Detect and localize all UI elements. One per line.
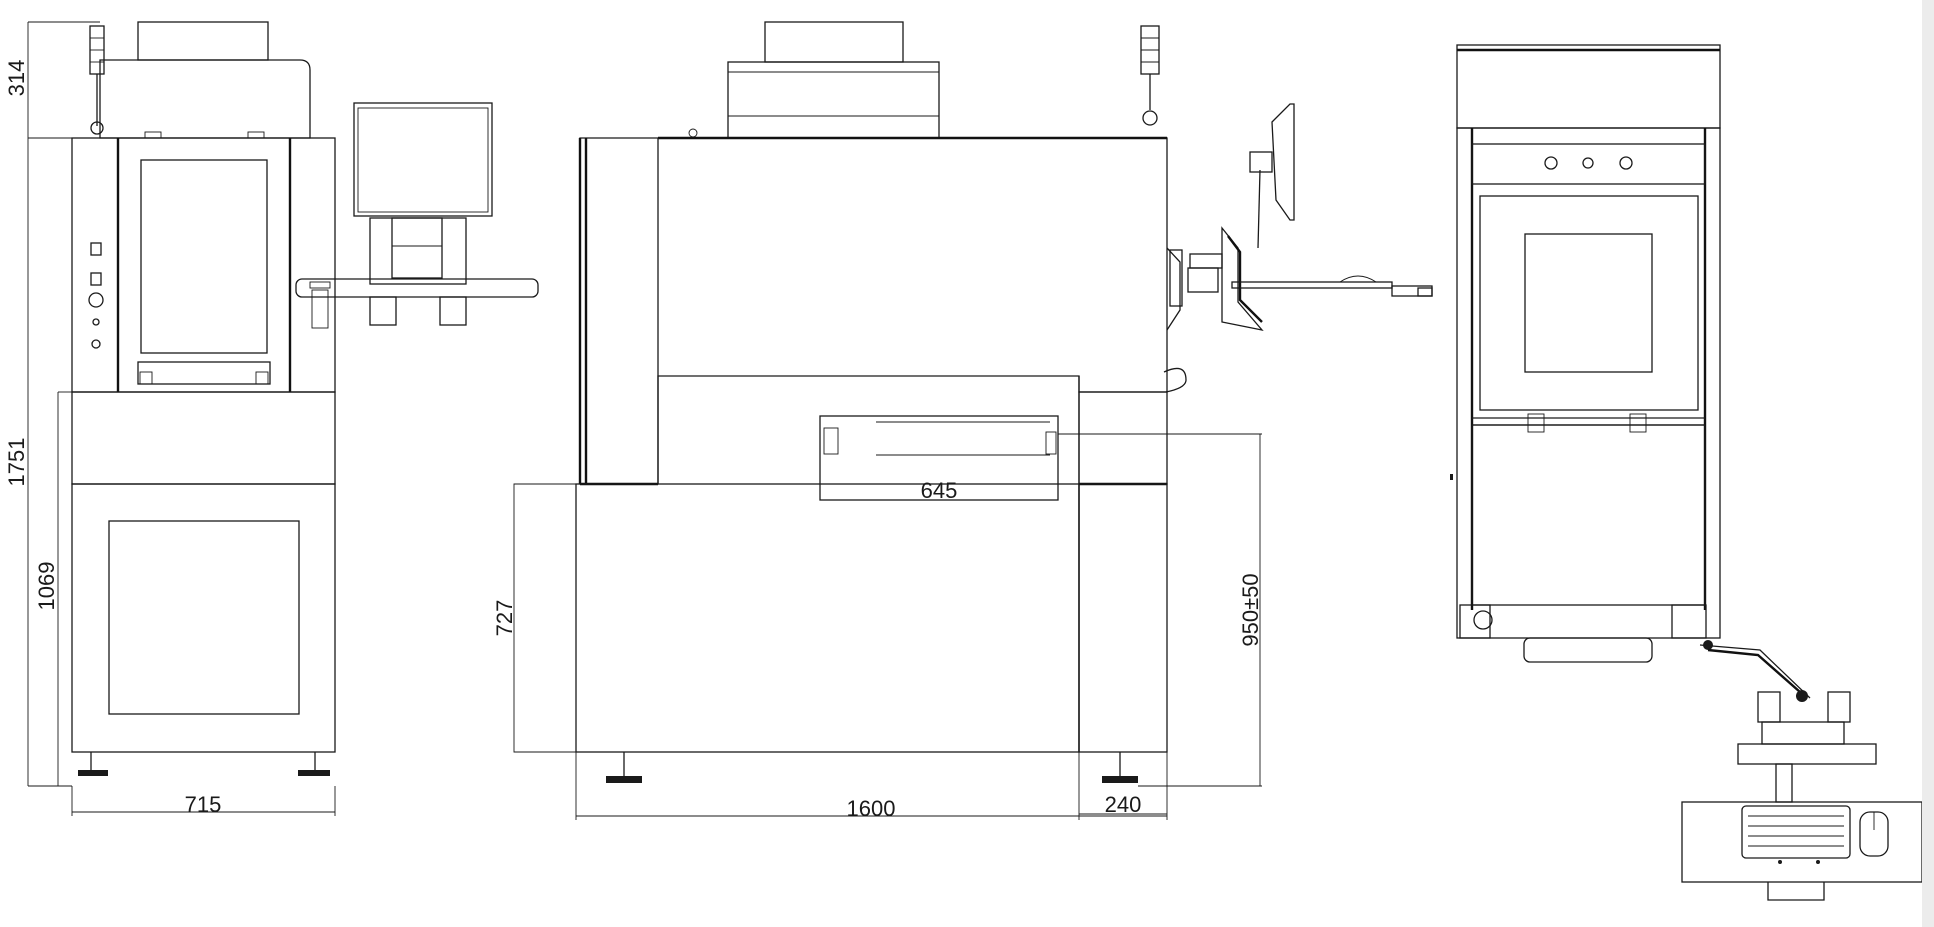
- keyboard-icon: [1741, 805, 1851, 859]
- side-operator-station: [295, 102, 539, 329]
- dim-work-height: 950±50: [1238, 573, 1263, 646]
- front-lower-body: [575, 483, 1080, 753]
- side-lower-cabinet: [71, 483, 336, 753]
- front-feet: [606, 752, 1138, 783]
- side-lower-panel: [108, 520, 300, 715]
- rear-hood: [1456, 44, 1721, 129]
- front-view: 645 727 1600 240 950±50: [492, 21, 1433, 821]
- front-hood: [727, 61, 940, 139]
- dim-side-lower-height: 1069: [34, 562, 59, 611]
- front-operator-arm: [1163, 103, 1433, 393]
- side-hood: [99, 59, 311, 139]
- rear-window: [1524, 233, 1653, 373]
- monitor-icon: [353, 102, 493, 217]
- signal-tower-icon: [1140, 25, 1160, 126]
- front-dimensions: [575, 433, 1262, 820]
- side-control-panel: [88, 242, 104, 349]
- side-feet: [78, 752, 330, 776]
- conveyor-opening: [819, 415, 1059, 501]
- signal-tower-icon: [89, 25, 105, 135]
- side-dimensions: [27, 21, 336, 816]
- rear-body: [1456, 127, 1721, 639]
- dim-front-length: 1600: [847, 796, 896, 821]
- side-top-box: [137, 21, 269, 61]
- dim-side-width: 715: [185, 792, 222, 817]
- dim-side-total-height: 1751: [4, 438, 29, 487]
- rear-operator-arm: [1681, 640, 1922, 901]
- side-upper-body: [71, 137, 336, 393]
- dim-front-foot-offset: 240: [1105, 792, 1142, 817]
- side-view: 314 1751 1069 715: [4, 21, 539, 817]
- monitor-icon: [1271, 103, 1295, 221]
- dim-conveyor-width: 645: [921, 478, 958, 503]
- side-window: [140, 159, 268, 354]
- dim-side-step-height: 727: [492, 600, 517, 637]
- window-edge: [1922, 0, 1934, 927]
- rear-view: [1450, 44, 1922, 901]
- dim-side-top-height: 314: [4, 60, 29, 97]
- keyboard-tray: [1681, 801, 1922, 883]
